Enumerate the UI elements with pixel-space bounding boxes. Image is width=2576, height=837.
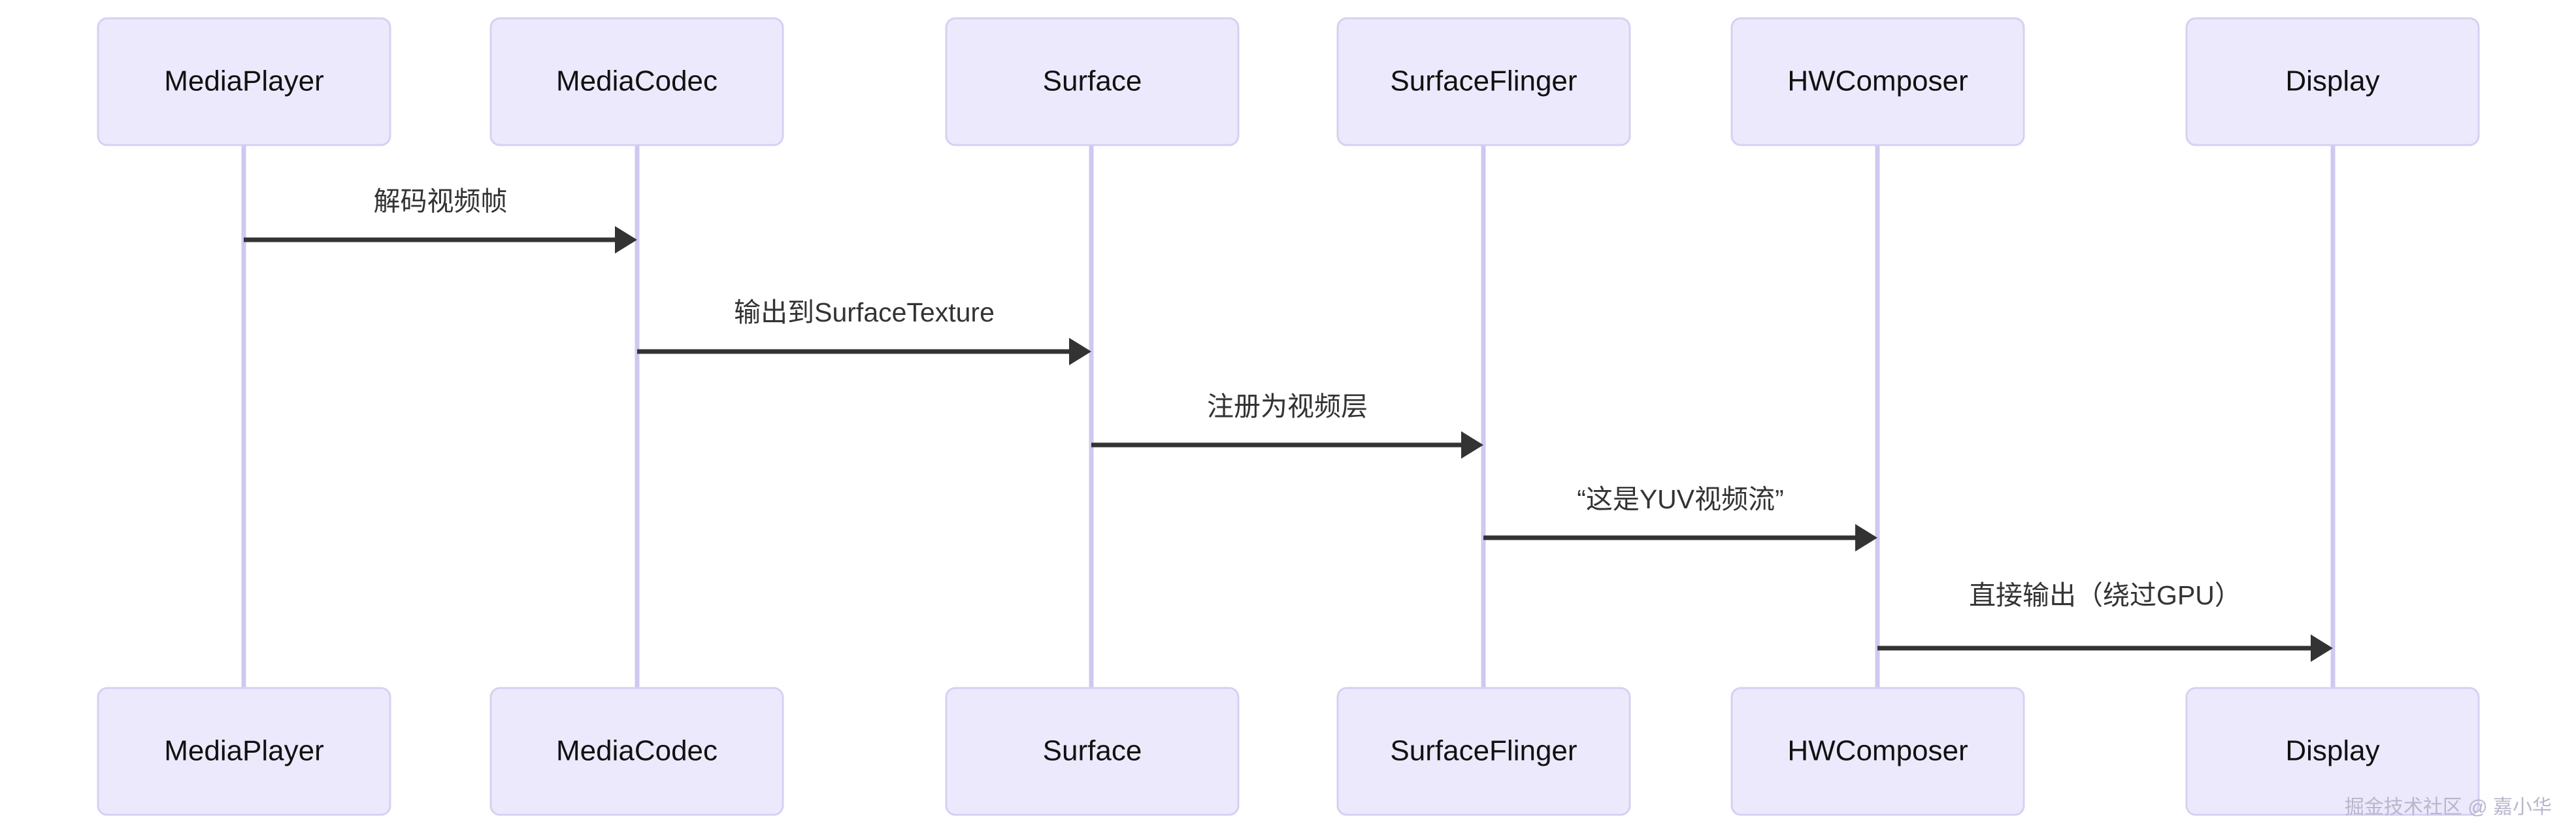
actor-box-display-top[interactable]	[2185, 17, 2480, 146]
message-arrowhead-4	[1855, 524, 1877, 551]
message-label-2: 输出到SurfaceTexture	[734, 297, 995, 327]
actor-mediaplayer-top[interactable]: MediaPlayer	[97, 17, 391, 146]
actor-mediaplayer-bottom[interactable]: MediaPlayer	[97, 687, 391, 816]
lifelines-layer	[241, 145, 2336, 688]
message-label-1: 解码视频帧	[374, 186, 508, 216]
message-3[interactable]: 注册为视频层	[1091, 391, 1483, 459]
actor-hwcomposer-bottom[interactable]: HWComposer	[1730, 687, 2025, 816]
actor-box-surfaceflinger-top[interactable]	[1336, 17, 1631, 146]
actor-box-surface-bottom[interactable]	[945, 687, 1240, 816]
message-label-3: 注册为视频层	[1207, 391, 1368, 421]
actor-display-bottom[interactable]: Display	[2185, 687, 2480, 816]
actor-box-surfaceflinger-bottom[interactable]	[1336, 687, 1631, 816]
actor-label-display-top: Display	[2285, 65, 2379, 97]
message-arrowhead-2	[1069, 338, 1091, 365]
actor-label-display-bottom: Display	[2285, 735, 2379, 767]
actor-box-mediaplayer-bottom[interactable]	[97, 687, 391, 816]
message-arrowhead-1	[615, 226, 637, 254]
watermark-label: 掘金技术社区 @ 嘉小华	[2345, 796, 2552, 818]
message-4[interactable]: “这是YUV视频流”	[1483, 484, 1877, 551]
actor-box-surface-top[interactable]	[945, 17, 1240, 146]
actor-label-mediaplayer-top: MediaPlayer	[164, 65, 324, 97]
message-5[interactable]: 直接输出（绕过GPU）	[1877, 580, 2333, 662]
watermark: 掘金技术社区 @ 嘉小华	[2345, 796, 2552, 818]
actor-boxes-top: MediaPlayer MediaCodec Surface SurfaceFling…	[97, 17, 2480, 146]
actor-display-top[interactable]: Display	[2185, 17, 2480, 146]
message-label-4: “这是YUV视频流”	[1577, 484, 1784, 514]
actor-boxes-bottom: MediaPlayer MediaCodec Surface SurfaceFling…	[97, 687, 2480, 816]
actor-hwcomposer-top[interactable]: HWComposer	[1730, 17, 2025, 146]
actor-label-mediacodec-top: MediaCodec	[556, 65, 718, 97]
message-arrowhead-5	[2311, 634, 2333, 662]
actor-box-mediacodec-top[interactable]	[489, 17, 784, 146]
actor-box-mediacodec-bottom[interactable]	[489, 687, 784, 816]
actor-mediacodec-bottom[interactable]: MediaCodec	[489, 687, 784, 816]
message-arrowhead-3	[1461, 431, 1483, 459]
actor-label-hwcomposer-bottom: HWComposer	[1787, 735, 1968, 767]
actor-box-hwcomposer-bottom[interactable]	[1730, 687, 2025, 816]
actor-label-mediacodec-bottom: MediaCodec	[556, 735, 718, 767]
actor-box-display-bottom[interactable]	[2185, 687, 2480, 816]
actor-surfaceflinger-top[interactable]: SurfaceFlinger	[1336, 17, 1631, 146]
actor-label-surfaceflinger-top: SurfaceFlinger	[1390, 65, 1577, 97]
actor-label-mediaplayer-bottom: MediaPlayer	[164, 735, 324, 767]
message-2[interactable]: 输出到SurfaceTexture	[637, 297, 1091, 365]
message-label-5: 直接输出（绕过GPU）	[1969, 580, 2241, 610]
actor-label-hwcomposer-top: HWComposer	[1787, 65, 1968, 97]
actor-surfaceflinger-bottom[interactable]: SurfaceFlinger	[1336, 687, 1631, 816]
actor-label-surface-bottom: Surface	[1043, 735, 1142, 767]
actor-box-hwcomposer-top[interactable]	[1730, 17, 2025, 146]
message-1[interactable]: 解码视频帧	[244, 186, 637, 254]
actor-mediacodec-top[interactable]: MediaCodec	[489, 17, 784, 146]
actor-box-mediaplayer-top[interactable]	[97, 17, 391, 146]
actor-label-surfaceflinger-bottom: SurfaceFlinger	[1390, 735, 1577, 767]
actor-label-surface-top: Surface	[1043, 65, 1142, 97]
actor-surface-top[interactable]: Surface	[945, 17, 1240, 146]
actor-surface-bottom[interactable]: Surface	[945, 687, 1240, 816]
